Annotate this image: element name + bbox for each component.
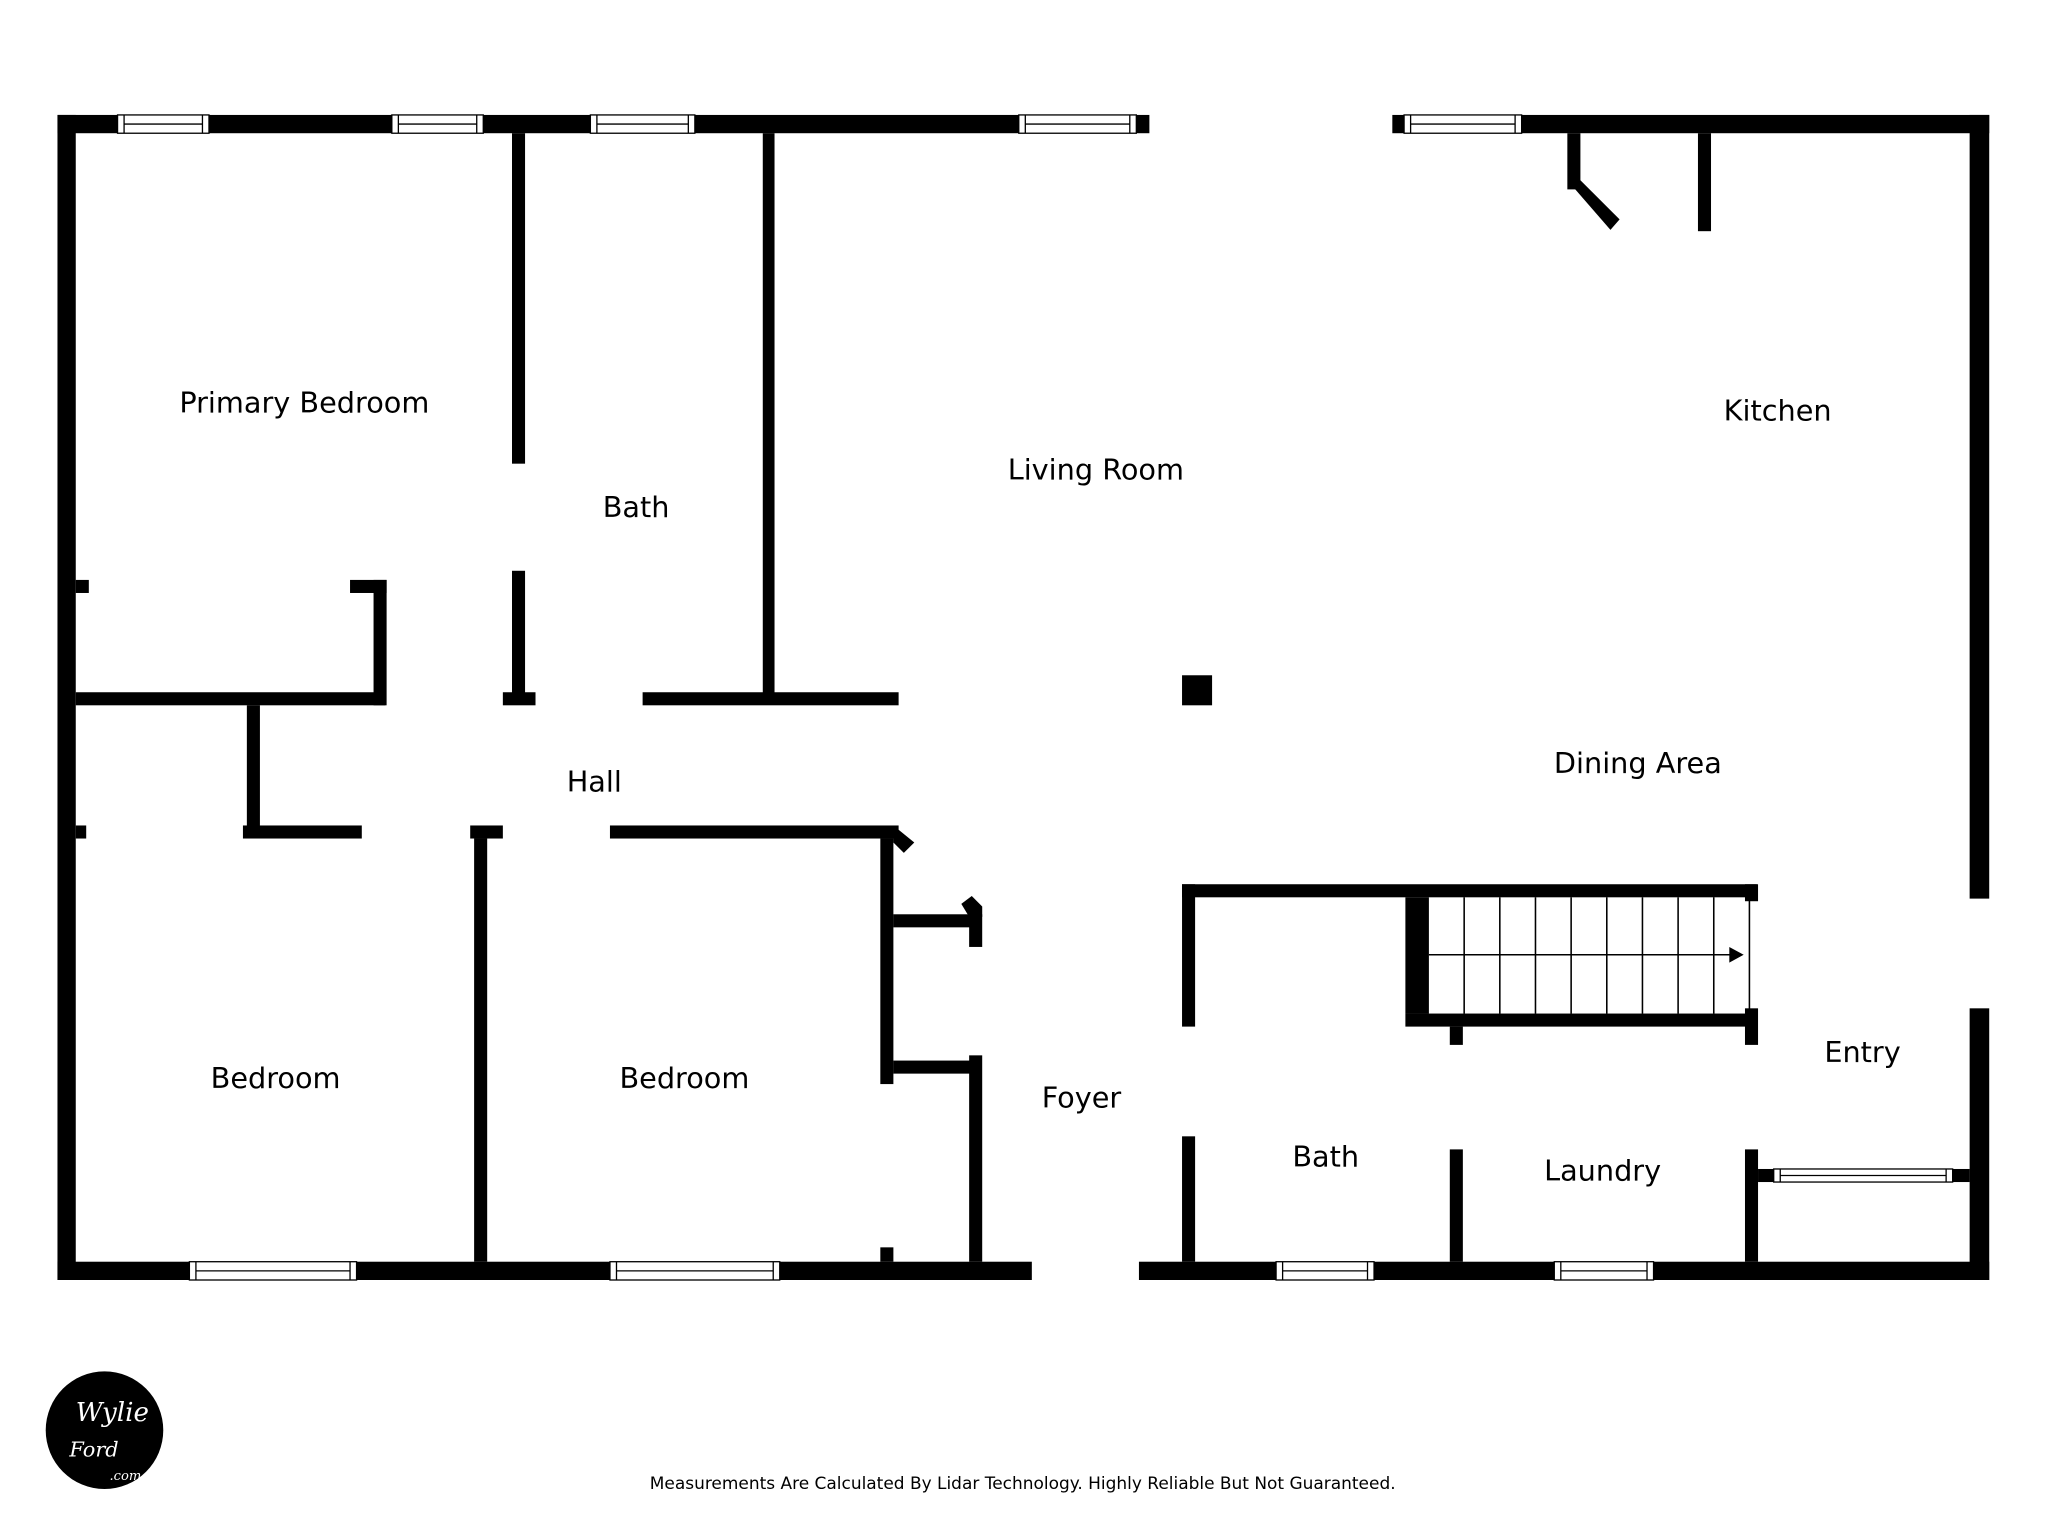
wall: [1969, 1008, 1990, 1280]
wall: [512, 570, 526, 699]
wall: [1969, 114, 1990, 899]
window: [391, 114, 484, 134]
wall: [1567, 180, 1620, 230]
stair-arrow-icon: [1729, 946, 1744, 963]
wall: [609, 825, 899, 839]
room-label-bedroom: Bedroom: [619, 1061, 749, 1095]
wall: [75, 579, 89, 593]
wall: [474, 838, 488, 1262]
wall: [1567, 133, 1581, 190]
stairs: [1428, 897, 1751, 1014]
window: [1018, 114, 1137, 134]
disclaimer-text: Measurements Are Calculated By Lidar Tec…: [650, 1474, 1396, 1494]
room-label-dining-area: Dining Area: [1554, 746, 1722, 780]
wall: [642, 692, 899, 706]
wall: [1952, 1168, 1970, 1183]
window: [1553, 1261, 1655, 1281]
wall: [1744, 884, 1759, 902]
wall: [1182, 1136, 1196, 1262]
wall: [57, 114, 76, 1281]
window: [116, 114, 210, 134]
wall: [1182, 884, 1196, 1027]
wall: [75, 692, 386, 706]
room-label-kitchen: Kitchen: [1724, 394, 1832, 428]
window: [1275, 1261, 1375, 1281]
wall: [1405, 897, 1429, 1014]
window: [589, 114, 696, 134]
wall: [373, 579, 387, 706]
wall: [1182, 884, 1757, 898]
window: [1773, 1168, 1954, 1183]
wall: [1392, 114, 1990, 134]
window: [1403, 114, 1523, 134]
wall: [893, 825, 915, 853]
window: [188, 1261, 358, 1281]
wall: [969, 914, 983, 947]
wall: [470, 825, 503, 839]
svg-text:Ford: Ford: [68, 1437, 118, 1461]
wall: [893, 914, 980, 928]
wall: [502, 692, 536, 706]
wall: [1697, 133, 1712, 232]
wall: [880, 1247, 894, 1262]
wall: [762, 133, 775, 699]
wall: [242, 825, 362, 839]
wall: [1449, 1026, 1463, 1045]
room-label-living-room: Living Room: [1008, 452, 1184, 486]
wall: [1744, 1008, 1759, 1045]
wall: [893, 1060, 980, 1074]
wall: [961, 896, 983, 917]
wall: [75, 825, 87, 839]
svg-text:Wylie: Wylie: [76, 1398, 149, 1428]
walls: [57, 114, 1990, 1281]
room-label-hall: Hall: [567, 765, 622, 799]
logo: Wylie Ford .com: [45, 1371, 164, 1489]
window: [609, 1261, 781, 1281]
wall: [1758, 1168, 1774, 1183]
wall: [246, 705, 260, 836]
room-label-primary-bedroom: Primary Bedroom: [179, 386, 429, 420]
room-label-entry: Entry: [1824, 1035, 1900, 1069]
room-label-bath: Bath: [1292, 1139, 1359, 1173]
room-label-bath: Bath: [603, 490, 670, 524]
room-label-laundry: Laundry: [1544, 1154, 1661, 1188]
wall: [1744, 1149, 1759, 1262]
wall: [1449, 1149, 1463, 1262]
svg-text:.com: .com: [110, 1469, 142, 1484]
windows: [116, 114, 1954, 1281]
room-label-bedroom: Bedroom: [211, 1061, 341, 1095]
wall: [880, 838, 894, 1085]
wall: [512, 133, 526, 464]
wall: [969, 1055, 983, 1262]
wall: [1405, 1013, 1757, 1027]
column: [1182, 675, 1213, 706]
room-label-foyer: Foyer: [1042, 1081, 1122, 1115]
